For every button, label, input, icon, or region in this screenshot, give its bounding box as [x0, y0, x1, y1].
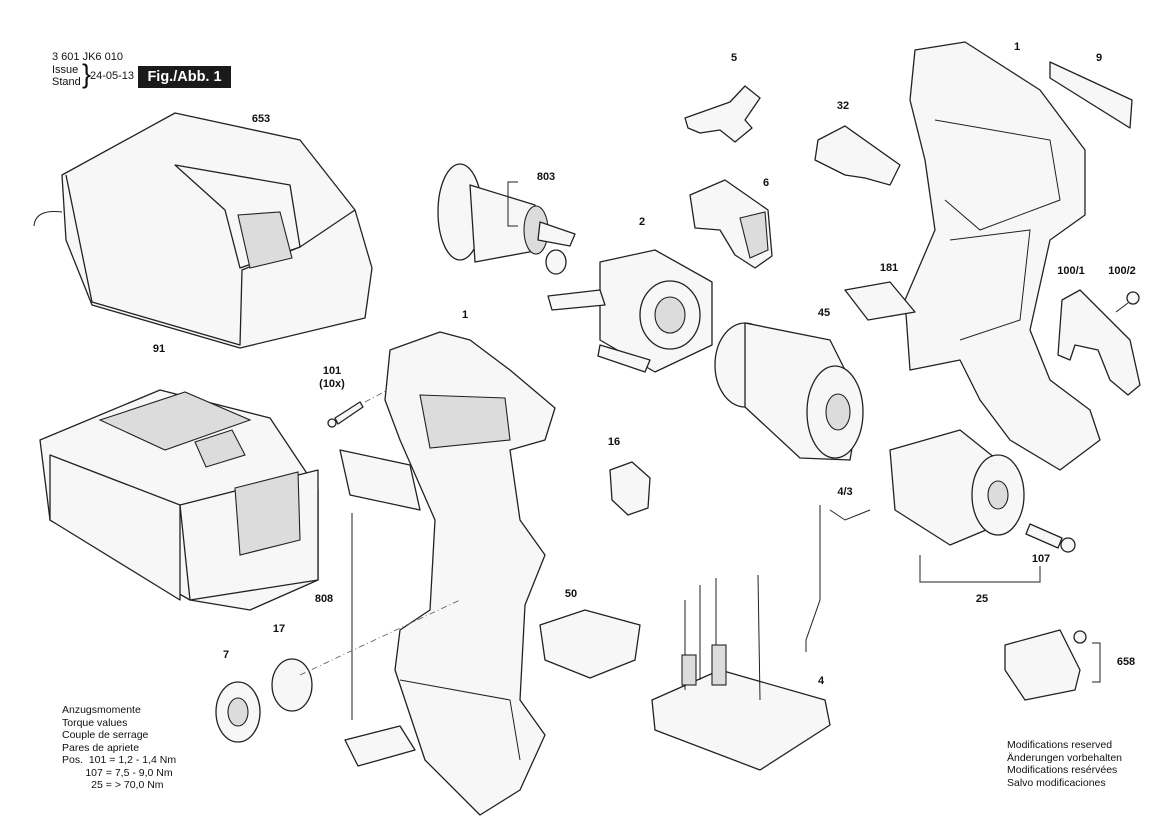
- issue-label: Issue: [52, 64, 79, 76]
- callout-653: 653: [251, 113, 271, 125]
- callout-32: 32: [836, 100, 850, 112]
- modification-line-1: Modifications reserved: [1007, 739, 1113, 751]
- part-17: [271, 658, 313, 712]
- label-181: [844, 281, 916, 321]
- screw-101: [327, 401, 364, 428]
- direction-switch-5: [684, 85, 761, 143]
- torque-line-2: Torque values: [62, 716, 128, 729]
- part-number: 3 601 JK6 010: [52, 51, 123, 63]
- cover-32: [814, 125, 901, 186]
- label-9: [1049, 61, 1133, 129]
- label-808: [339, 449, 421, 767]
- housing-half-left-1: [384, 331, 556, 816]
- callout-181: 181: [879, 262, 899, 274]
- torque-line-3: Couple de serrage: [62, 729, 149, 741]
- part-16: [609, 461, 651, 516]
- issue-date: 24-05-13: [90, 70, 135, 82]
- bracket-25: [919, 555, 1041, 583]
- callout-4-3: 4/3: [837, 486, 853, 498]
- battery-91: [39, 389, 319, 611]
- modification-line-2: Änderungen vorbehalten: [1007, 751, 1123, 764]
- callout-7: 7: [222, 649, 230, 661]
- cap-7: [215, 681, 261, 743]
- callout-16: 16: [607, 436, 621, 448]
- callout-100-2: 100/2: [1108, 265, 1136, 277]
- callout-6: 6: [762, 177, 770, 189]
- chuck-25: [889, 429, 1025, 546]
- callout-9: 9: [1095, 52, 1103, 64]
- callout-803: 803: [536, 171, 556, 183]
- callout-50: 50: [564, 588, 578, 600]
- callout-101-quantity: (10x): [319, 378, 345, 390]
- callout-1-middle: 1: [461, 309, 469, 321]
- callout-808: 808: [314, 593, 334, 605]
- torque-line-5: Pos. 101 = 1,2 - 1,4 Nm: [62, 754, 177, 766]
- gearbox-45: [714, 322, 864, 461]
- stand-label: Stand: [52, 76, 81, 88]
- screw-107: [1025, 523, 1076, 553]
- cable-4-3: [805, 505, 821, 652]
- callout-25: 25: [975, 593, 989, 605]
- torque-line-4: Pares de apriete: [62, 741, 140, 754]
- modification-notes: Modifications reserved Änderungen vorbeh…: [1007, 739, 1122, 789]
- torque-line-1: Anzugsmomente: [62, 704, 141, 716]
- screw-100-2: [1115, 291, 1140, 313]
- part-50: [539, 609, 641, 679]
- callout-2: 2: [638, 216, 646, 228]
- callout-91: 91: [152, 343, 166, 355]
- housing-half-right-1: [904, 41, 1101, 471]
- armature-803: [437, 163, 576, 275]
- callout-100-1: 100/1: [1057, 265, 1085, 277]
- modification-line-4: Salvo modificaciones: [1007, 776, 1106, 789]
- stator-2: [547, 249, 713, 373]
- callout-17: 17: [272, 623, 286, 635]
- part-658: [1004, 629, 1101, 701]
- callout-107: 107: [1031, 553, 1051, 565]
- callout-1-top: 1: [1013, 41, 1021, 53]
- callout-4: 4: [817, 675, 825, 687]
- callout-101: 101: [322, 365, 342, 377]
- belt-clip-100-1: [1057, 289, 1141, 396]
- electronics-4: [651, 574, 831, 771]
- charger-653: [33, 112, 373, 349]
- torque-line-6: 107 = 7,5 - 9,0 Nm: [62, 766, 173, 779]
- torque-notes: Anzugsmomente Torque values Couple de se…: [62, 704, 176, 792]
- callout-45: 45: [817, 307, 831, 319]
- switch-6: [689, 179, 773, 269]
- modification-line-3: Modifications resérvées: [1007, 764, 1118, 776]
- header-brace: }: [82, 59, 92, 89]
- figure-label: Fig./Abb. 1: [138, 66, 231, 88]
- torque-line-7: 25 = > 70,0 Nm: [62, 779, 164, 791]
- callout-658: 658: [1116, 656, 1136, 668]
- callout-5: 5: [730, 52, 738, 64]
